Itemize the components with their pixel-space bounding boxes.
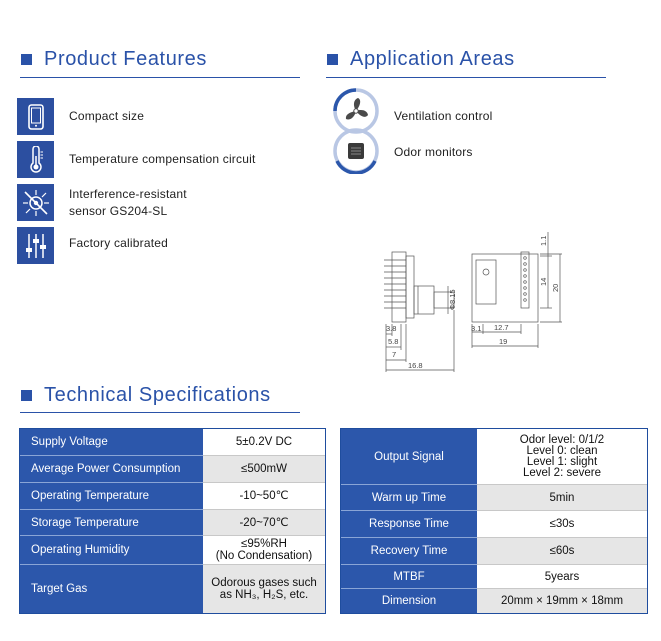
phone-icon: [17, 98, 54, 135]
spec-value-line: as NH₃, H₂S, etc.: [219, 589, 309, 601]
technical-specifications-divider: [20, 412, 300, 413]
spec-table-left: Supply Voltage 5±0.2V DC Average Power C…: [19, 428, 326, 614]
table-row: Warm up Time 5min: [341, 485, 647, 511]
dim-16-8: 16.8: [408, 361, 423, 370]
spec-value: ≤500mW: [203, 456, 325, 483]
monitor-device-icon: [333, 128, 379, 175]
spec-label: Operating Humidity: [20, 536, 203, 565]
spec-value-line: (No Condensation): [215, 550, 313, 562]
dim-19: 19: [499, 337, 507, 346]
heading-marker: [327, 54, 338, 65]
dim-3-8: 3.8: [386, 324, 396, 333]
spec-value-line: Level 2: severe: [523, 466, 601, 479]
sliders-icon: [17, 227, 54, 264]
spec-value: ≤95%RH (No Condensation): [203, 536, 325, 565]
spec-label: Recovery Time: [341, 538, 477, 565]
spec-value-line: ≤95%RH: [241, 538, 287, 550]
table-row: Target Gas Odorous gases such as NH₃, H₂…: [20, 565, 325, 613]
technical-specifications-heading: Technical Specifications: [21, 384, 271, 407]
spec-value: 5years: [477, 565, 647, 589]
spec-label: Storage Temperature: [20, 510, 203, 536]
product-features-heading: Product Features: [21, 48, 207, 71]
spec-value-line: Odorous gases such: [211, 577, 317, 589]
spec-value-line: Level 0: clean: [526, 444, 598, 457]
spec-value: -10~50℃: [203, 483, 325, 510]
spec-value: Odor level: 0/1/2 Level 0: clean Level 1…: [477, 429, 647, 485]
dimension-drawing: 3.8 5.8 7 16.8 Φ8.15 3.1 12.7 19 1.1 14 …: [384, 232, 562, 372]
feature-interference-resistant: Interference-resistant sensor GS204-SL: [69, 186, 187, 220]
dim-12-7: 12.7: [494, 323, 509, 332]
dim-3-1: 3.1: [471, 324, 481, 333]
application-ventilation-control: Ventilation control: [394, 109, 493, 123]
table-row: MTBF 5years: [341, 565, 647, 589]
feature-interference-line1: Interference-resistant: [69, 187, 187, 201]
spec-label: Average Power Consumption: [20, 456, 203, 483]
table-row: Operating Temperature -10~50℃: [20, 483, 325, 510]
spec-value: Odorous gases such as NH₃, H₂S, etc.: [203, 565, 325, 613]
application-odor-monitors: Odor monitors: [394, 145, 473, 159]
thermometer-icon: [17, 141, 54, 178]
table-row: Recovery Time ≤60s: [341, 538, 647, 565]
spec-value: ≤60s: [477, 538, 647, 565]
spec-label: Operating Temperature: [20, 483, 203, 510]
spec-value: 5±0.2V DC: [203, 429, 325, 456]
interference-shield-icon: [17, 184, 54, 221]
dim-5-8: 5.8: [388, 337, 398, 346]
application-areas-heading: Application Areas: [327, 48, 515, 71]
spec-value: -20~70℃: [203, 510, 325, 536]
dim-1-1: 1.1: [539, 236, 548, 246]
feature-factory-calibrated: Factory calibrated: [69, 236, 168, 250]
fan-icon: [333, 88, 379, 134]
table-row: Storage Temperature -20~70℃: [20, 510, 325, 536]
spec-label: MTBF: [341, 565, 477, 589]
dim-diameter: Φ8.15: [448, 289, 457, 310]
spec-label: Supply Voltage: [20, 429, 203, 456]
spec-value: 5min: [477, 485, 647, 511]
product-features-divider: [20, 77, 300, 78]
product-features-title: Product Features: [44, 48, 208, 70]
application-areas-divider: [326, 77, 606, 78]
technical-specifications-title: Technical Specifications: [44, 384, 271, 406]
table-row: Operating Humidity ≤95%RH (No Condensati…: [20, 536, 325, 565]
table-row: Average Power Consumption ≤500mW: [20, 456, 325, 483]
feature-interference-line2: sensor GS204-SL: [69, 204, 168, 218]
spec-label: Warm up Time: [341, 485, 477, 511]
application-areas-title: Application Areas: [350, 48, 515, 70]
spec-label: Output Signal: [341, 429, 477, 485]
spec-label: Response Time: [341, 511, 477, 538]
dim-20: 20: [551, 284, 560, 292]
dim-14: 14: [539, 278, 548, 286]
spec-value-line: Odor level: 0/1/2: [519, 433, 605, 446]
table-row: Response Time ≤30s: [341, 511, 647, 538]
table-row: Dimension 20mm × 19mm × 18mm: [341, 589, 647, 613]
dim-7: 7: [392, 350, 396, 359]
spec-label: Target Gas: [20, 565, 203, 613]
heading-marker: [21, 54, 32, 65]
heading-marker: [21, 390, 32, 401]
spec-table-right: Output Signal Odor level: 0/1/2 Level 0:…: [340, 428, 648, 614]
feature-temperature-compensation: Temperature compensation circuit: [69, 152, 256, 166]
table-row: Supply Voltage 5±0.2V DC: [20, 429, 325, 456]
spec-label: Dimension: [341, 589, 477, 613]
spec-value: ≤30s: [477, 511, 647, 538]
table-row: Output Signal Odor level: 0/1/2 Level 0:…: [341, 429, 647, 485]
feature-compact-size: Compact size: [69, 109, 145, 123]
spec-value-line: Level 1: slight: [526, 455, 598, 468]
spec-value: 20mm × 19mm × 18mm: [477, 589, 647, 613]
